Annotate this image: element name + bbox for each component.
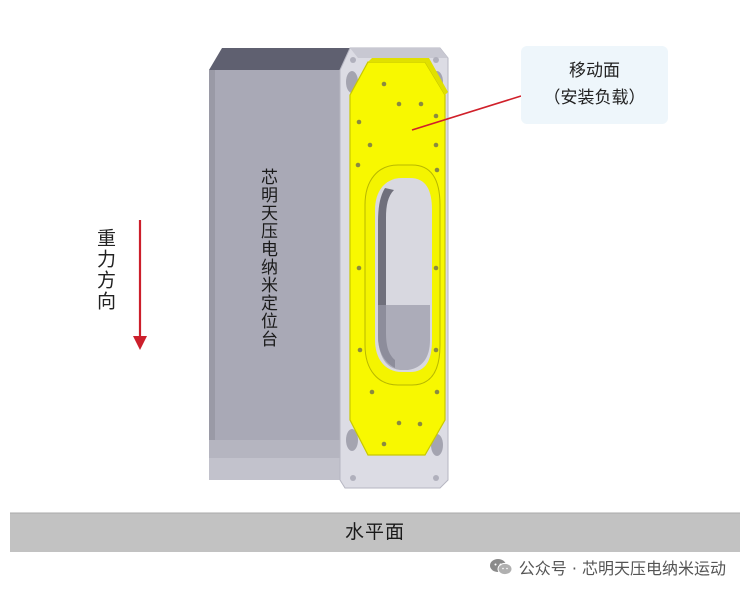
gravity-direction-label: 重力方向 — [94, 228, 116, 312]
stage-body — [209, 48, 350, 480]
stage-name-label: 芯明天压电纳米定位台 — [257, 168, 277, 348]
callout-leader-line — [411, 95, 522, 131]
moving-surface — [349, 58, 448, 456]
callout-title: 移动面 — [569, 61, 620, 81]
watermark-text: 公众号 · 芯明天压电纳米运动 — [518, 559, 726, 578]
moving-surface-callout: 移动面 （安装负载） — [521, 46, 668, 124]
watermark: 公众号 · 芯明天压电纳米运动 — [489, 555, 726, 579]
gravity-arrow — [133, 220, 147, 350]
callout-subtitle: （安装负载） — [543, 88, 646, 108]
ground-plane — [10, 513, 740, 552]
ground-plane-label: 水平面 — [344, 521, 405, 543]
wechat-icon — [489, 559, 513, 576]
